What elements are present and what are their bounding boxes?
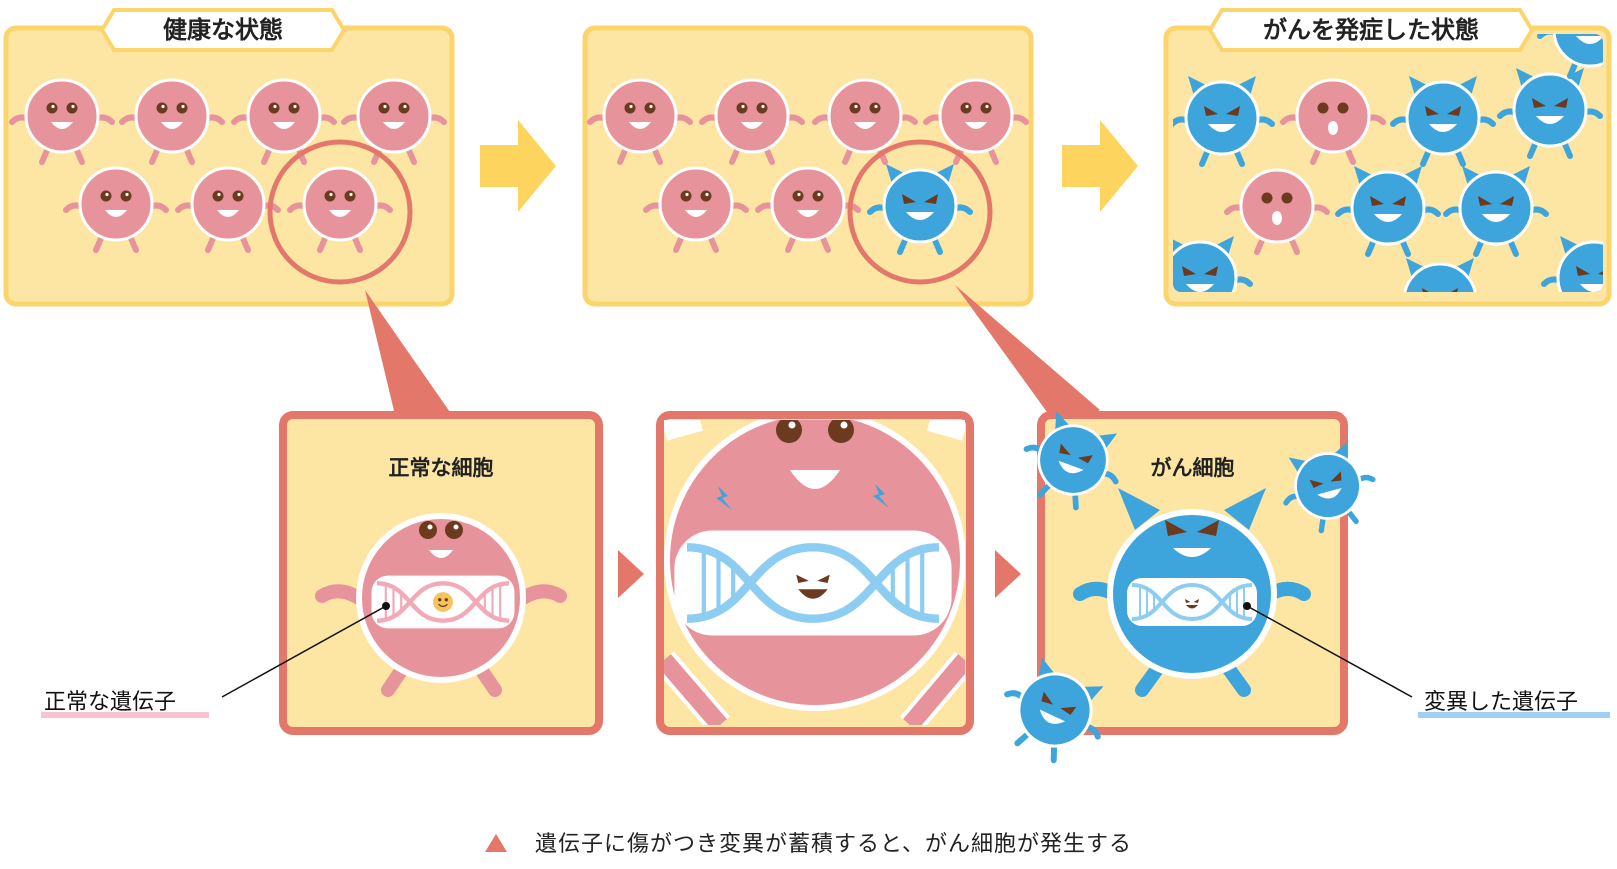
pointer-dot <box>382 602 390 610</box>
triangle-arrow-1 <box>618 550 644 598</box>
caption-text: 遺伝子に傷がつき変異が蓄積すると、がん細胞が発生する <box>534 832 1133 857</box>
healthy-state-tag: 健康な状態 <box>100 8 346 52</box>
tag-shape <box>100 8 346 52</box>
zoom-connector-1 <box>365 290 452 415</box>
normal-gene-pointer <box>221 605 387 698</box>
normal-gene-underline <box>41 712 209 718</box>
focus-circle-2 <box>847 139 993 285</box>
dna-icon <box>1127 578 1257 626</box>
normal-gene-label: 正常な遺伝子 <box>44 690 177 715</box>
pointer-dot <box>1243 602 1251 610</box>
mutated-gene-underline <box>1418 712 1610 718</box>
cancer-state-label: がんを発症した状態 <box>1263 16 1479 44</box>
dna-icon <box>674 530 952 636</box>
caption: 遺伝子に傷がつき変異が蓄積すると、がん細胞が発生する <box>0 826 1617 858</box>
triangle-bullet-icon <box>484 834 507 852</box>
mutated-gene-pointer <box>1246 605 1413 698</box>
dna-icon <box>371 575 515 629</box>
transition-panel <box>582 25 1034 307</box>
cancer-state-tag: がんを発症した状態 <box>1208 8 1534 52</box>
arrow-right-icon <box>1062 120 1138 212</box>
focus-circle-1 <box>267 139 413 285</box>
tag-shape <box>1208 8 1534 52</box>
zoom-connector-2 <box>955 285 1100 430</box>
arrow-right-icon <box>480 120 556 212</box>
normal-cell-label: 正常な細胞 <box>388 456 494 480</box>
cancer-cell-label: がん細胞 <box>1150 456 1235 480</box>
mutated-gene-label: 変異した遺伝子 <box>1424 690 1579 715</box>
healthy-state-label: 健康な状態 <box>163 16 283 44</box>
triangle-arrow-2 <box>995 550 1021 598</box>
